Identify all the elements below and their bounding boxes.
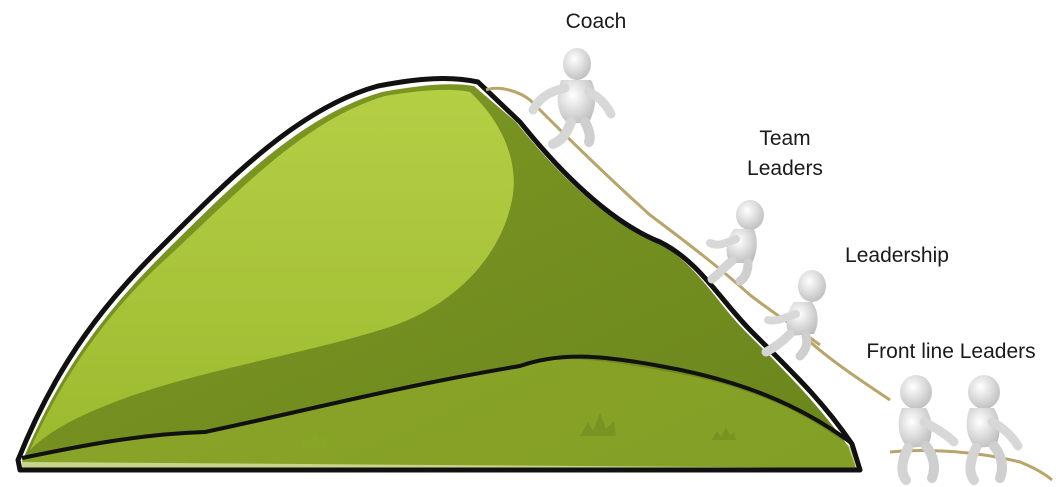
label-front-line-leaders: Front line Leaders — [866, 340, 1036, 363]
hill-illustration — [15, 76, 863, 473]
label-leadership: Leadership — [845, 244, 949, 267]
label-coach: Coach — [565, 10, 627, 33]
label-team-leaders: Team Leaders — [747, 127, 823, 180]
hill-ridge-line — [21, 354, 852, 460]
hill-lower-band — [22, 359, 856, 468]
figure-leadership — [761, 270, 826, 361]
rope-ground — [889, 448, 1053, 482]
hill-sunlit-face — [30, 89, 514, 451]
figure-coach — [528, 48, 616, 149]
figure-front-line-2 — [965, 375, 1023, 485]
figure-team-leader — [706, 200, 764, 286]
hill-outline — [15, 76, 863, 473]
rope — [485, 86, 891, 402]
figure-front-line-1 — [897, 375, 959, 485]
